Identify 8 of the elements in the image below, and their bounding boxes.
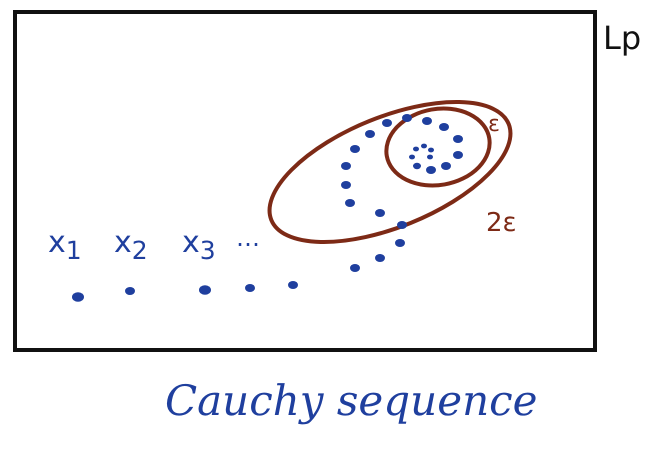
- radius-label: 2ε: [486, 210, 517, 236]
- term-label: x$_{1}$: [48, 228, 82, 263]
- caption: Cauchy sequence: [165, 380, 538, 422]
- term-label: x$_{3}$: [182, 228, 216, 263]
- radius-label: ε: [488, 114, 500, 136]
- ellipsis-label: …: [236, 226, 260, 250]
- space-label: Lp: [603, 22, 642, 54]
- term-label: x$_{2}$: [114, 228, 148, 263]
